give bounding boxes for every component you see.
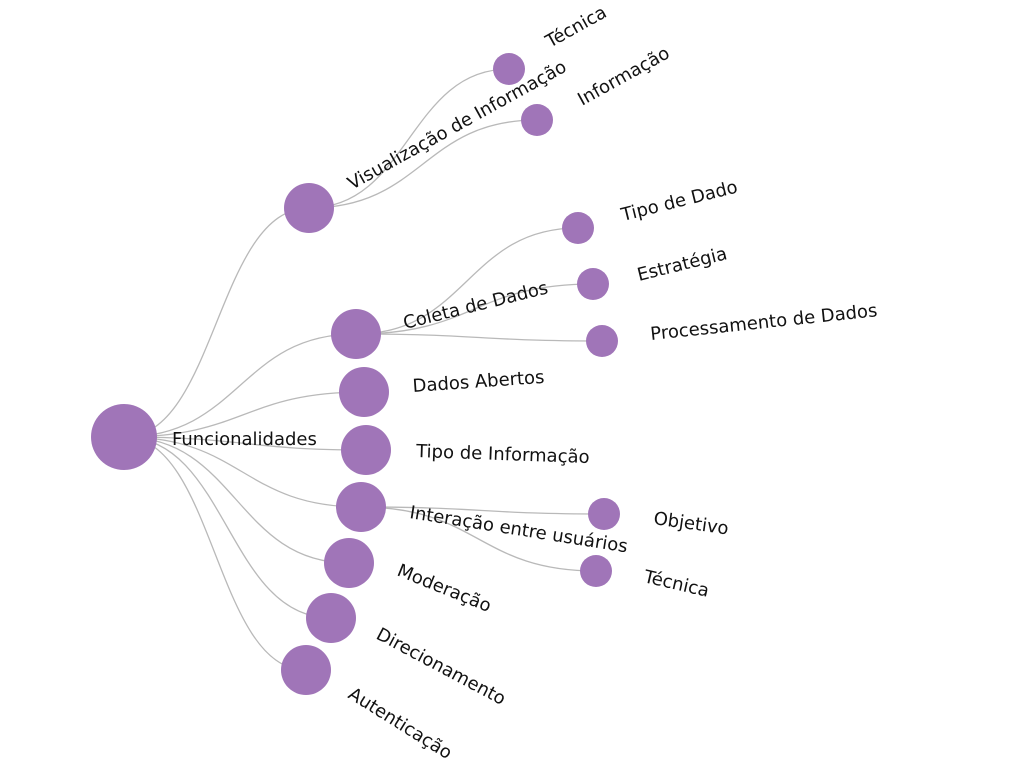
label-autenticacao: Autenticação — [344, 683, 455, 763]
node-moderacao[interactable] — [324, 538, 374, 588]
node-tipo-info[interactable] — [341, 425, 391, 475]
node-int-tecnica[interactable] — [580, 555, 612, 587]
nodes-layer — [91, 53, 620, 695]
node-root[interactable] — [91, 404, 157, 470]
label-col-tipo: Tipo de Dado — [618, 177, 740, 226]
edge-coleta-to-col-estr — [355, 283, 594, 335]
edge-interacao-to-int-tecnica — [360, 506, 597, 572]
label-vis-tecnica: Técnica — [541, 2, 610, 53]
label-col-estr: Estratégia — [635, 243, 729, 286]
edge-root-to-autenticacao — [123, 436, 307, 671]
label-root: Funcionalidades — [172, 429, 317, 450]
node-int-objetivo[interactable] — [588, 498, 620, 530]
node-coleta[interactable] — [331, 309, 381, 359]
edge-root-to-moderacao — [123, 436, 350, 564]
edge-visualizacao-to-vis-tecnica — [308, 68, 510, 209]
node-col-tipo[interactable] — [562, 212, 594, 244]
edge-root-to-interacao — [123, 436, 362, 508]
node-interacao[interactable] — [336, 482, 386, 532]
label-int-objetivo: Objetivo — [652, 508, 730, 539]
label-int-tecnica: Técnica — [641, 566, 711, 602]
edge-root-to-visualizacao — [123, 207, 310, 438]
node-vis-informacao[interactable] — [521, 104, 553, 136]
edge-root-to-dados-abertos — [123, 391, 365, 438]
label-vis-informacao: Informação — [574, 43, 673, 111]
edge-root-to-coleta — [123, 333, 357, 438]
label-coleta: Coleta de Dados — [401, 278, 550, 334]
node-col-estr[interactable] — [577, 268, 609, 300]
edges-layer — [123, 68, 605, 671]
edge-root-to-tipo-info — [123, 436, 367, 451]
node-autenticacao[interactable] — [281, 645, 331, 695]
label-tipo-info: Tipo de Informação — [415, 441, 590, 468]
edge-interacao-to-int-objetivo — [360, 506, 605, 515]
edge-coleta-to-col-tipo — [355, 227, 579, 335]
edge-root-to-direcionamento — [123, 436, 332, 619]
edge-coleta-to-col-proc — [355, 333, 603, 342]
label-moderacao: Moderação — [394, 560, 494, 617]
label-dados-abertos: Dados Abertos — [412, 367, 545, 397]
edge-visualizacao-to-vis-informacao — [308, 119, 538, 209]
node-vis-tecnica[interactable] — [493, 53, 525, 85]
node-visualizacao[interactable] — [284, 183, 334, 233]
label-col-proc: Processamento de Dados — [649, 300, 878, 345]
label-direcionamento: Direcionamento — [373, 624, 509, 710]
node-col-proc[interactable] — [586, 325, 618, 357]
node-dados-abertos[interactable] — [339, 367, 389, 417]
node-direcionamento[interactable] — [306, 593, 356, 643]
